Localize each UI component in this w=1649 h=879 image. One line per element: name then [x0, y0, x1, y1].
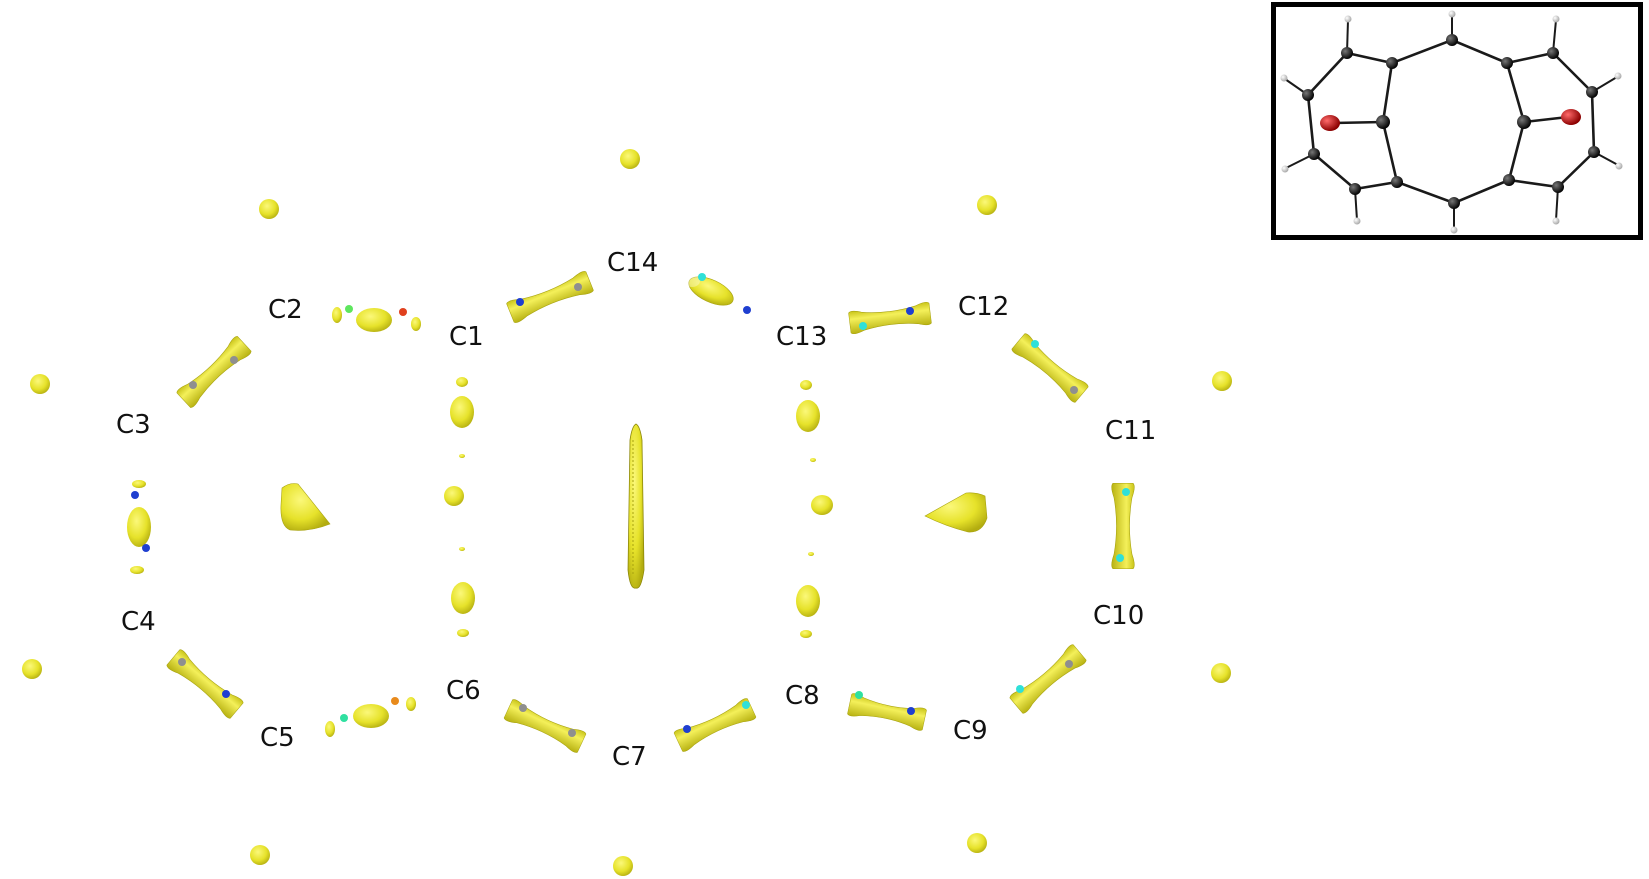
- label-c9: C9: [953, 716, 988, 746]
- bond-isosurfaces: [127, 270, 1135, 754]
- atom-labels: C1 C2 C3 C4 C5 C6 C7 C8 C9 C10 C11 C12 C…: [116, 248, 1156, 772]
- label-c13: C13: [776, 322, 827, 352]
- ball-and-stick-molecule: [1280, 10, 1623, 234]
- label-c5: C5: [260, 723, 295, 753]
- hydrogen-atoms: [1280, 10, 1623, 234]
- label-c8: C8: [785, 681, 820, 711]
- label-c3: C3: [116, 410, 151, 440]
- molecule-inset: [1271, 2, 1643, 240]
- carbon-atoms: [1302, 34, 1600, 209]
- label-c6: C6: [446, 676, 481, 706]
- outer-spheres: [22, 149, 1232, 876]
- label-c10: C10: [1093, 601, 1144, 631]
- label-c1: C1: [449, 322, 484, 352]
- label-c2: C2: [268, 295, 303, 325]
- oxygen-atoms: [1320, 109, 1581, 131]
- critical-points: [131, 273, 1130, 737]
- label-c7: C7: [612, 742, 647, 772]
- label-c12: C12: [958, 292, 1009, 322]
- ring-centre-isosurfaces: [280, 423, 988, 589]
- label-c4: C4: [121, 607, 156, 637]
- label-c14: C14: [607, 248, 658, 278]
- label-c11: C11: [1105, 416, 1156, 446]
